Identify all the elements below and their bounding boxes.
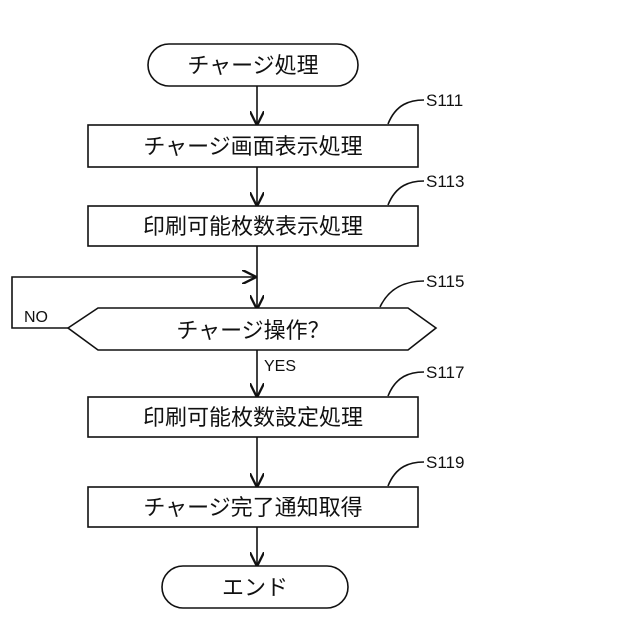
- leader-s111: [388, 100, 424, 124]
- leader-s117: [388, 372, 424, 396]
- step-label-s113: S113: [426, 172, 464, 191]
- decision-s115-label: チャージ操作？: [176, 319, 329, 344]
- start-terminal: チャージ処理: [148, 44, 358, 86]
- branch-yes-label: YES: [264, 358, 296, 375]
- process-s117: 印刷可能枚数設定処理: [88, 397, 418, 437]
- process-s111-label: チャージ画面表示処理: [143, 135, 362, 160]
- leader-s119: [388, 462, 424, 486]
- step-label-s117: S117: [426, 363, 464, 382]
- leader-s113: [388, 181, 424, 205]
- step-label-s115: S115: [426, 272, 464, 291]
- process-s117-label: 印刷可能枚数設定処理: [143, 406, 363, 431]
- process-s119-label: チャージ完了通知取得: [143, 496, 362, 521]
- end-label: エンド: [222, 576, 288, 601]
- process-s113-label: 印刷可能枚数表示処理: [143, 215, 363, 240]
- leader-s115: [380, 281, 424, 307]
- process-s119: チャージ完了通知取得: [88, 487, 418, 527]
- step-label-s111: S111: [426, 91, 463, 110]
- end-terminal: エンド: [162, 566, 348, 608]
- branch-no-label: NO: [24, 309, 48, 326]
- process-s113: 印刷可能枚数表示処理: [88, 206, 418, 246]
- step-label-s119: S119: [426, 453, 464, 472]
- process-s111: チャージ画面表示処理: [88, 125, 418, 167]
- start-label: チャージ処理: [187, 54, 318, 79]
- decision-s115: チャージ操作？: [68, 308, 436, 350]
